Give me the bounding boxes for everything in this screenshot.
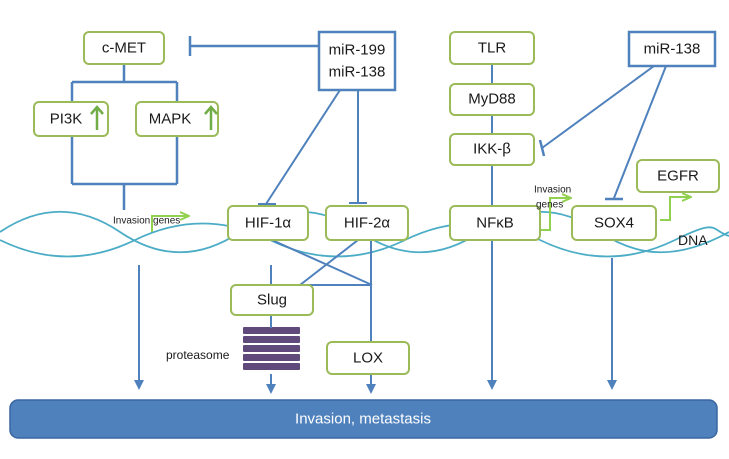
mapk-box [135, 101, 219, 137]
label-pi3k: PI3K [50, 111, 83, 128]
label-proteasome: proteasome [166, 348, 230, 362]
label-tlr: TLR [478, 40, 507, 57]
label-mir199: miR-199 [329, 42, 386, 59]
up-arrow-icons [90, 105, 218, 130]
label-egfr: EGFR [657, 168, 699, 185]
cmet-box [83, 31, 165, 65]
label-slug: Slug [257, 292, 287, 309]
label-nfkb: NFκB [476, 215, 514, 232]
label-cmet: c-MET [102, 40, 146, 57]
label-dna: DNA [678, 232, 708, 248]
label-hif2a: HIF-2α [344, 215, 391, 232]
green-boxes [33, 31, 720, 375]
ikkb-box [449, 133, 535, 166]
label-invasion-genes-left: Invasion genes [113, 216, 180, 227]
pi3k-box [33, 101, 109, 137]
lox-box [326, 341, 410, 375]
hif2a-box [325, 205, 409, 241]
label-sox4: SOX4 [594, 215, 634, 232]
label-invasion-genes-right-2: genes [536, 200, 563, 211]
label-invasion-genes-right-1: Invasion [534, 185, 571, 196]
hif-connectors [270, 239, 373, 342]
label-mir138-left: miR-138 [329, 64, 386, 81]
label-hif1a: HIF-1α [245, 215, 292, 232]
mir138-right-box [627, 30, 717, 68]
inhibit-hif [258, 89, 367, 205]
sox4-box [571, 205, 657, 241]
egfr-box [636, 159, 720, 193]
gene-arrows [151, 197, 690, 232]
slug-box [230, 284, 314, 316]
label-mir138-right: miR-138 [644, 41, 701, 58]
label-mapk: MAPK [149, 111, 192, 128]
invasion-bar [9, 399, 718, 439]
inhibit-ikk-sox4 [538, 65, 667, 201]
label-ikkb: IKK-β [473, 141, 511, 158]
myd88-box [449, 83, 535, 116]
inhibit-cmet [188, 36, 318, 56]
hif1a-box [227, 205, 309, 241]
tlr-box [449, 31, 535, 65]
nfkb-box [449, 205, 541, 241]
label-lox: LOX [353, 350, 383, 367]
arrows-to-invasion [134, 258, 617, 394]
label-myd88: MyD88 [468, 91, 516, 108]
invasion-bar-label: Invasion, metastasis [295, 411, 431, 428]
blue-boxes [317, 30, 717, 92]
mir199-138-box [317, 30, 397, 92]
proteasome-icon [243, 327, 300, 370]
